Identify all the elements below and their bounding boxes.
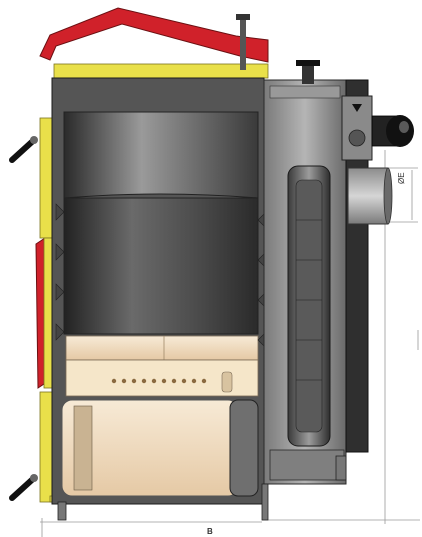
flue-pipe-icon: [347, 167, 393, 225]
boiler-body: [51, 77, 265, 505]
dimension-label-width: B: [207, 527, 213, 536]
lever-handle-icon: [9, 136, 38, 501]
heat-exchanger: [263, 60, 347, 485]
grate-holes: [111, 378, 207, 384]
boiler-feet: [57, 455, 347, 521]
dimension-label-flue-diameter: ØE: [397, 172, 406, 184]
fan-motor-icon: [341, 95, 414, 161]
